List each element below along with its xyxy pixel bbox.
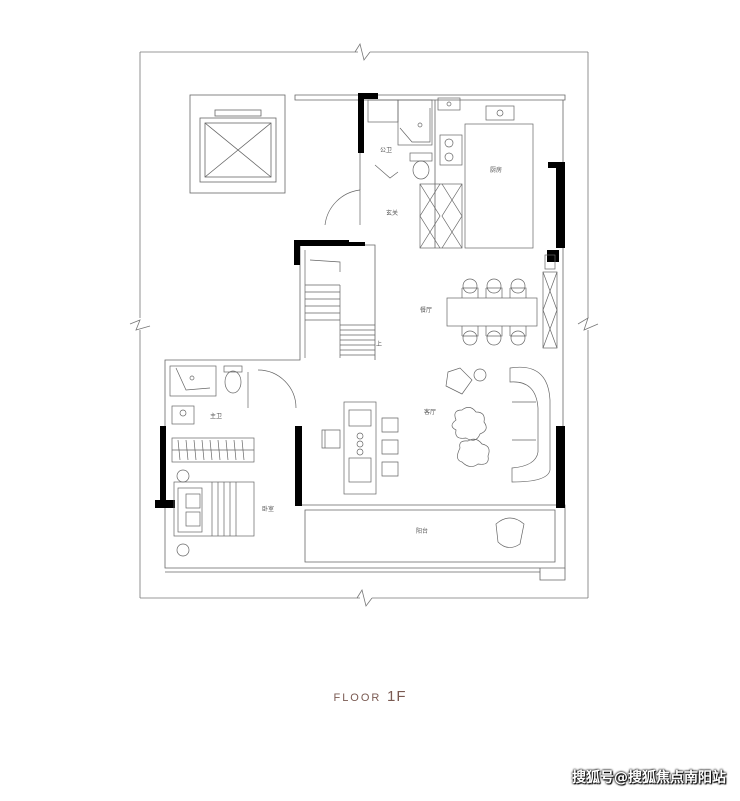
floor-word: FLOOR: [333, 692, 382, 704]
wall-outline-north: [294, 94, 566, 101]
stair-box: [300, 244, 376, 360]
break-mark-top: [354, 42, 371, 61]
label-master-bath: 主卫: [210, 412, 222, 420]
corner-step: [539, 568, 566, 581]
staircase: [304, 250, 375, 358]
label-entrance: 玄关: [386, 209, 398, 217]
label-bedroom: 卧室: [262, 505, 274, 513]
floor-caption: FLOOR 1F: [0, 688, 740, 705]
wardrobe: [171, 437, 255, 463]
label-up: 上: [376, 340, 382, 348]
bed: [173, 469, 255, 557]
balcony-chair: [495, 517, 525, 548]
break-mark-bottom: [356, 588, 373, 607]
label-living: 客厅: [424, 408, 436, 416]
study-desk: [321, 401, 399, 495]
balcony-outline: [304, 509, 556, 563]
entrance-door: [324, 189, 361, 226]
living-furniture: [445, 366, 551, 483]
kitchen-fixtures: [419, 105, 534, 249]
guest-bathroom: [367, 97, 461, 180]
label-kitchen: 厨房: [490, 166, 502, 174]
label-guest-bath: 公卫: [380, 147, 392, 154]
structural-walls: [155, 93, 565, 508]
master-bathroom: [169, 365, 297, 425]
watermark: 搜狐号@搜狐焦点南阳站: [572, 770, 726, 786]
site-boundary: [139, 51, 589, 599]
break-mark-right: [577, 317, 599, 331]
dining-set: [446, 254, 558, 349]
label-dining: 餐厅: [420, 306, 432, 314]
wall-outline-south: [300, 504, 566, 569]
wall-outline-west-upper: [164, 245, 301, 569]
break-mark-left: [129, 319, 151, 331]
label-balcony: 阳台: [416, 527, 428, 535]
floor-number: 1F: [387, 688, 407, 705]
elevator: [189, 94, 286, 194]
